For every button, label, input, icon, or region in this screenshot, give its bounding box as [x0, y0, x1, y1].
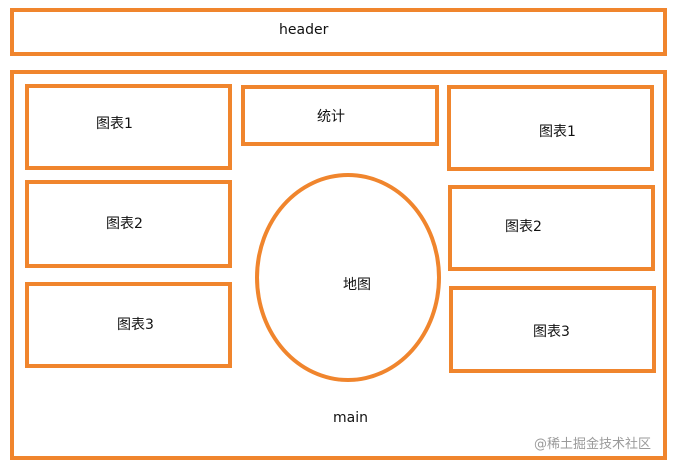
header-label: header [279, 22, 329, 38]
main-region [10, 70, 667, 460]
left-chart-1-label: 图表1 [96, 116, 133, 132]
left-chart-2-label: 图表2 [106, 216, 143, 232]
right-chart-3-label: 图表3 [533, 324, 570, 340]
header-region [10, 8, 667, 56]
right-chart-3-box [449, 286, 656, 373]
main-label: main [333, 410, 368, 426]
right-chart-2-box [448, 185, 655, 271]
right-chart-2-label: 图表2 [505, 219, 542, 235]
map-label: 地图 [343, 277, 371, 293]
right-chart-1-label: 图表1 [539, 124, 576, 140]
watermark-text: @稀土掘金技术社区 [534, 437, 652, 452]
stats-label: 统计 [317, 109, 345, 125]
right-chart-1-box [447, 85, 654, 171]
stats-box [241, 85, 439, 146]
left-chart-3-label: 图表3 [117, 317, 154, 333]
map-ellipse [255, 173, 441, 382]
left-chart-2-box [25, 180, 232, 268]
left-chart-3-box [25, 282, 232, 368]
left-chart-1-box [25, 84, 232, 170]
